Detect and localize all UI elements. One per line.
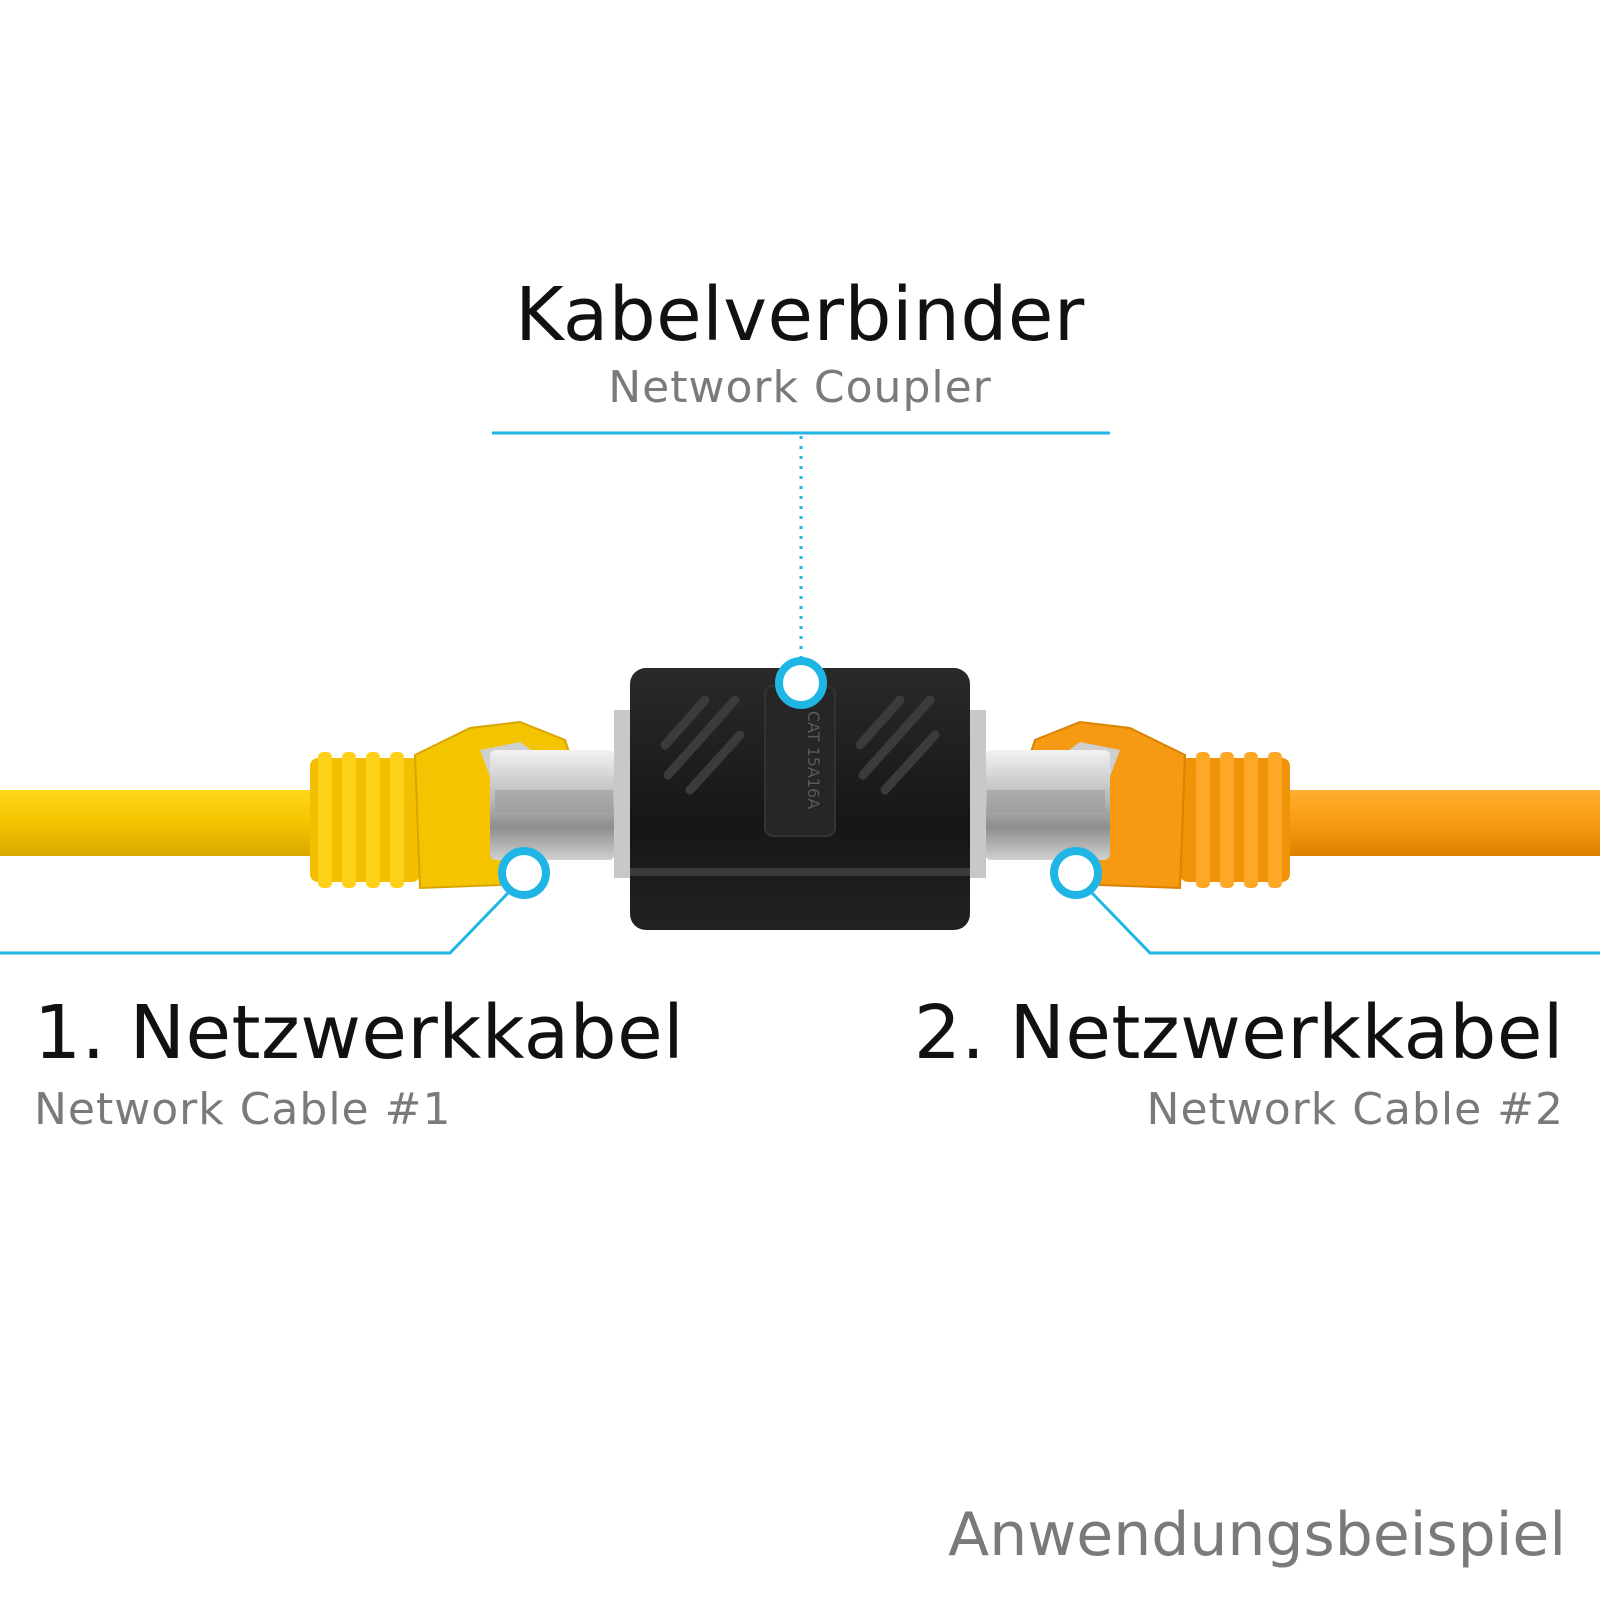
cable-1-yellow: [0, 720, 615, 890]
cable-2-subtitle: Network Cable #2: [1146, 1084, 1564, 1135]
callout-coupler-marker: [775, 657, 827, 709]
coupler-title: Kabelverbinder: [515, 272, 1085, 358]
callout-cable-2-marker: [1050, 847, 1102, 899]
coupler-marking: CAT 15A16A: [804, 711, 823, 809]
callout-cable-1-leader: [0, 891, 510, 955]
footer-caption: Anwendungsbeispiel: [948, 1500, 1566, 1570]
cable-2-title: 2. Netzwerkkabel: [913, 990, 1564, 1076]
callout-cable-2: [1050, 847, 1600, 955]
cable-2-wire: [1280, 790, 1600, 856]
network-coupler: CAT 15A16A: [614, 668, 986, 930]
cable-1-subtitle: Network Cable #1: [34, 1084, 452, 1135]
callout-cable-2-leader: [1090, 891, 1600, 955]
coupler-subtitle: Network Coupler: [608, 362, 992, 413]
callout-cable-1-marker: [498, 847, 550, 899]
cable-1-strain-relief: [310, 752, 420, 888]
callout-coupler: [492, 431, 1110, 709]
cable-1-title: 1. Netzwerkkabel: [34, 990, 685, 1076]
cable-2-orange: [985, 720, 1600, 890]
cable-2-strain-relief: [1180, 752, 1290, 888]
cable-1-wire: [0, 790, 320, 856]
callout-cable-1: [0, 847, 550, 955]
